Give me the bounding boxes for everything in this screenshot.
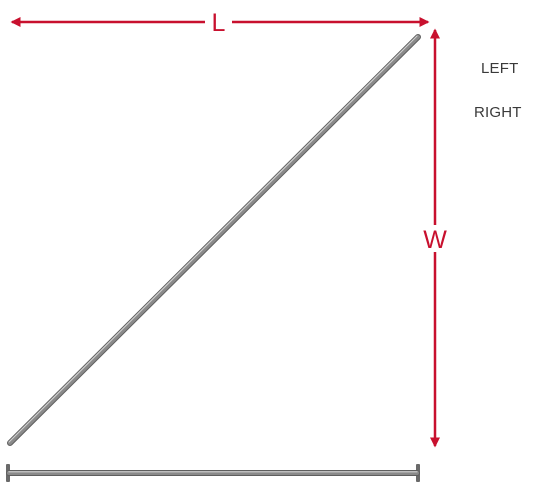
width-dimension: W (423, 28, 447, 448)
horizontal-rod (6, 464, 420, 482)
side-label-right: RIGHT (474, 104, 522, 121)
diagonal-rod (7, 34, 421, 446)
length-dimension: L (10, 9, 430, 37)
side-label-left: LEFT (481, 60, 519, 77)
length-label: L (212, 9, 226, 37)
width-label: W (423, 226, 447, 254)
